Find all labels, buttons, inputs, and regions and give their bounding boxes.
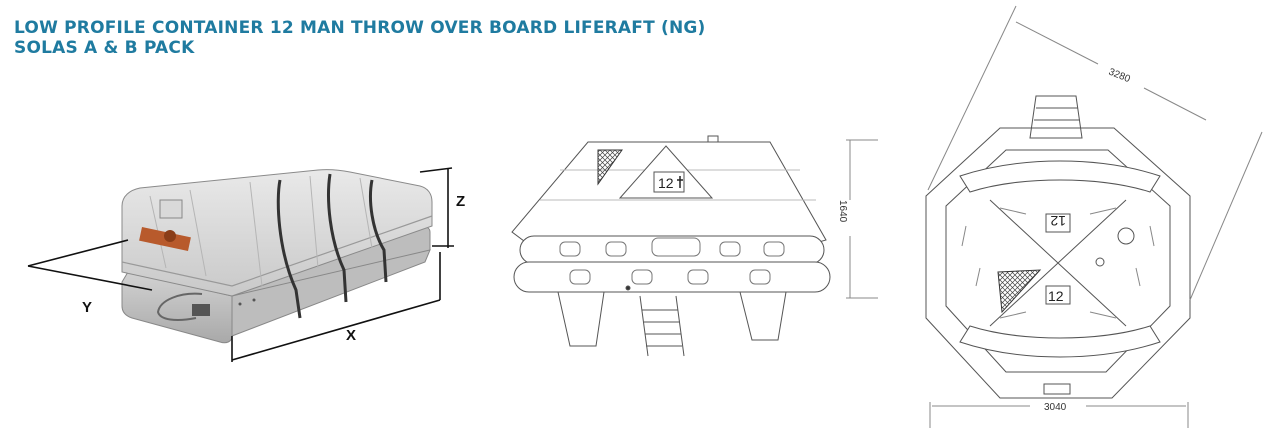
axis-label-y: Y xyxy=(82,299,92,316)
title-line-1: LOW PROFILE CONTAINER 12 MAN THROW OVER … xyxy=(14,18,706,38)
top-netting xyxy=(997,269,1042,314)
painter-line xyxy=(156,292,203,321)
liferaft-container: Z Y X xyxy=(27,167,465,362)
ballast-bag-right xyxy=(739,291,787,341)
strap-2 xyxy=(327,173,348,303)
title-line-2: SOLAS A & B PACK xyxy=(14,38,195,58)
strap-1 xyxy=(276,179,302,319)
lid-rim xyxy=(121,215,433,287)
container-lid xyxy=(121,169,433,297)
strap-3 xyxy=(369,179,388,283)
top-diagonal-label: 3280 xyxy=(1107,67,1132,86)
liferaft-top-view: 12 12 3280 3040 xyxy=(925,5,1263,428)
canopy-light xyxy=(707,135,719,143)
liferaft-side-view: 12 xyxy=(511,135,878,357)
top-antenna-mount xyxy=(1117,227,1135,245)
top-center-cross xyxy=(989,199,1127,327)
upper-tube xyxy=(519,235,825,265)
top-width-dimension xyxy=(929,402,1189,428)
side-netting xyxy=(597,149,623,186)
page-title: LOW PROFILE CONTAINER 12 MAN THROW OVER … xyxy=(14,18,706,58)
container-emblem xyxy=(164,230,176,242)
lid-plate xyxy=(159,199,183,219)
dimension-lines xyxy=(27,167,454,362)
top-diagonal-dimension xyxy=(927,5,1263,301)
axis-label-x: X xyxy=(346,327,356,344)
side-capacity-mark: 12 xyxy=(658,175,674,191)
lower-tube xyxy=(513,261,831,293)
ballast-bag-left xyxy=(557,291,605,347)
release-valve xyxy=(192,304,210,316)
top-capacity-mark-lower: 12 xyxy=(1048,288,1064,304)
side-height-label: 1640 xyxy=(837,200,848,223)
bottom-canopy-arch xyxy=(959,325,1161,358)
top-ladder xyxy=(1029,95,1083,139)
top-capacity-mark-upper: 12 xyxy=(1050,213,1066,229)
axis-label-z: Z xyxy=(456,193,465,210)
top-width-label: 3040 xyxy=(1044,402,1067,413)
side-height-dimension xyxy=(846,139,878,299)
boarding-ladder xyxy=(639,295,685,357)
top-canopy-arch xyxy=(959,160,1161,193)
